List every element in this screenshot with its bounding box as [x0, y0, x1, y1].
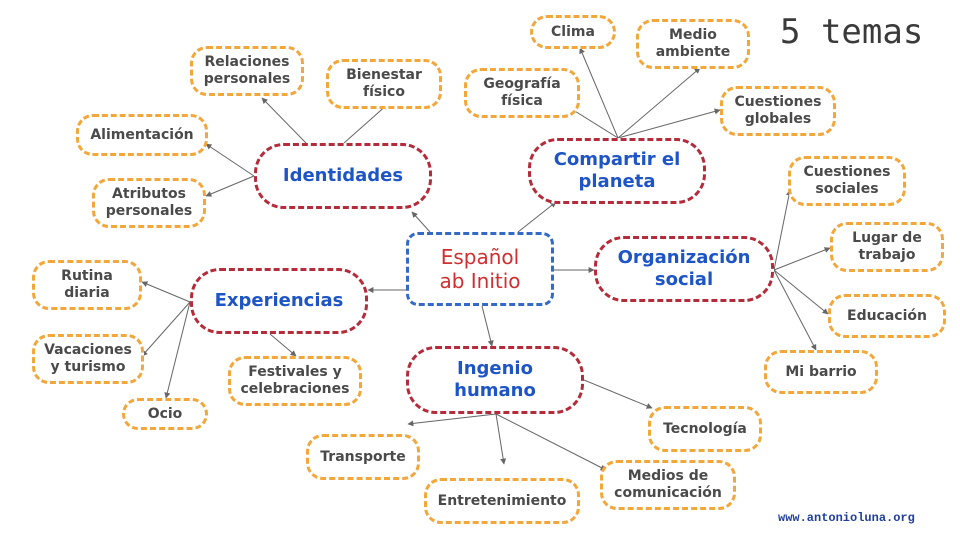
connector-arrow — [411, 211, 431, 233]
subtopic-label: diaria — [64, 285, 110, 301]
subtopic-label: Relaciones — [204, 54, 290, 71]
theme-label: Compartir el — [553, 149, 681, 171]
subtopic-label: personales — [105, 203, 193, 219]
theme-node-experiencias: Experiencias — [190, 268, 368, 334]
subtopic-node: Alimentación — [76, 114, 208, 156]
connector-arrow — [579, 47, 619, 139]
subtopic-label: Cuestiones — [734, 94, 822, 111]
subtopic-label: Cuestiones — [803, 164, 891, 181]
theme-label: planeta — [578, 171, 656, 192]
theme-label: Experiencias — [214, 290, 344, 312]
subtopic-label: comunicación — [614, 485, 722, 501]
center-node: Español ab Initio — [406, 232, 554, 306]
connector-arrow — [205, 143, 255, 177]
website-credit: www.antonioluna.org — [778, 511, 915, 525]
connector-arrow — [617, 67, 701, 139]
subtopic-node: Entretenimiento — [424, 478, 580, 524]
subtopic-label: Educación — [847, 307, 927, 324]
connector-arrow — [164, 301, 191, 399]
subtopic-label: Medio — [669, 27, 717, 44]
subtopic-node: Ocio — [122, 398, 208, 430]
theme-label: social — [654, 269, 714, 290]
connector-arrow — [583, 379, 653, 409]
subtopic-node: Transporte — [306, 434, 420, 480]
connector-arrow — [141, 281, 191, 303]
connector-arrow — [407, 413, 497, 427]
subtopic-label: Medios de — [627, 468, 709, 485]
connector-arrow — [495, 413, 507, 465]
subtopic-label: Atributos — [112, 186, 186, 203]
subtopic-label: Bienestar — [346, 67, 422, 84]
subtopic-label: física — [501, 93, 543, 109]
subtopic-label: y turismo — [50, 359, 126, 375]
subtopic-label: Entretenimiento — [437, 492, 567, 509]
connector-arrow — [141, 301, 191, 357]
subtopic-label: personales — [203, 71, 291, 87]
subtopic-node: Mi barrio — [764, 350, 878, 394]
page-title: 5 temas — [780, 12, 924, 52]
connector-arrow — [773, 269, 817, 351]
subtopic-label: Transporte — [320, 448, 406, 465]
subtopic-label: Tecnología — [663, 420, 747, 437]
theme-label: Organización — [617, 247, 751, 269]
connector-arrow — [269, 333, 297, 357]
subtopic-node: Clima — [530, 15, 616, 49]
subtopic-label: trabajo — [858, 247, 916, 263]
connector-arrow — [495, 413, 607, 471]
subtopic-label: Ocio — [147, 405, 183, 422]
connector-arrow — [569, 107, 619, 139]
theme-label: humano — [454, 380, 536, 401]
connector-arrow — [261, 97, 307, 144]
connector-arrow — [343, 103, 389, 144]
subtopic-label: Clima — [551, 23, 595, 40]
subtopic-label: ambiente — [655, 44, 731, 60]
subtopic-label: Festivales y — [248, 364, 342, 381]
center-node-line: ab Initio — [439, 269, 521, 293]
connector-arrow — [205, 175, 255, 197]
subtopic-label: Alimentación — [90, 126, 194, 143]
connector-arrow — [773, 189, 792, 271]
subtopic-label: Rutina — [61, 268, 113, 285]
theme-node-identidades: Identidades — [254, 143, 432, 209]
connector-arrow — [773, 247, 831, 271]
subtopic-label: Geografía — [483, 76, 561, 93]
theme-label: Identidades — [282, 165, 404, 187]
subtopic-label: celebraciones — [240, 381, 350, 397]
subtopic-node: Tecnología — [648, 406, 762, 452]
theme-label: Ingenio — [457, 358, 533, 380]
center-node-line: Español — [440, 245, 520, 269]
subtopic-label: globales — [744, 111, 812, 127]
connector-arrow — [481, 305, 494, 347]
connector-arrow — [517, 201, 557, 233]
subtopic-label: Lugar de — [852, 230, 922, 247]
subtopic-label: físico — [363, 84, 405, 100]
connector-arrow — [773, 269, 829, 315]
subtopic-label: Mi barrio — [785, 363, 857, 380]
subtopic-label: Vacaciones — [44, 342, 132, 359]
subtopic-label: sociales — [815, 181, 879, 197]
subtopic-node: Educación — [828, 294, 946, 338]
connector-arrow — [617, 108, 721, 139]
